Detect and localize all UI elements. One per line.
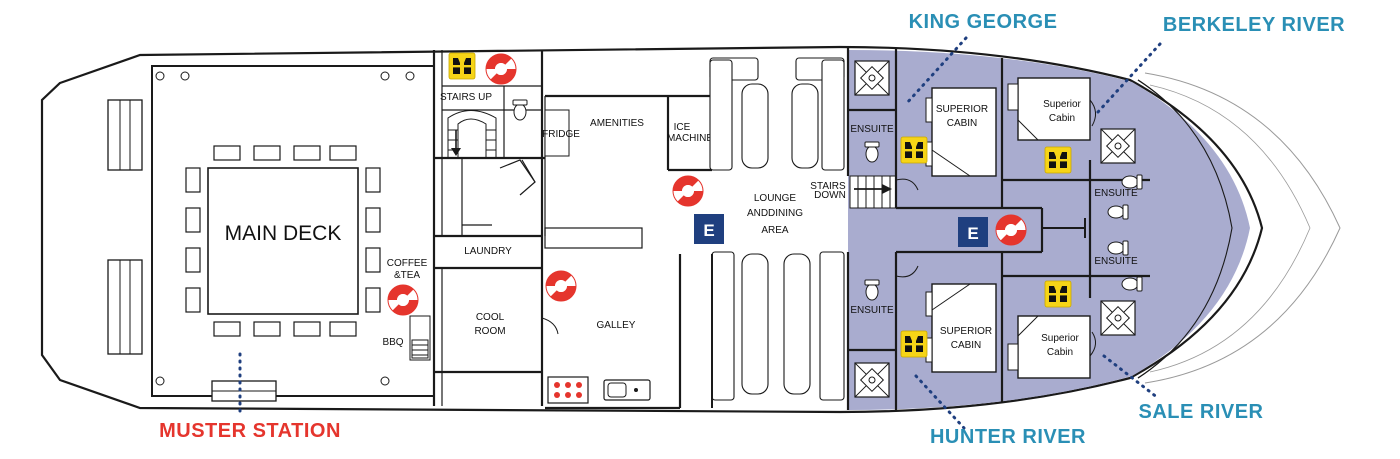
lounge-seating [709,57,845,401]
superior-cabin-label: Superior [1041,333,1079,344]
muster-station-label: MUSTER STATION [159,420,341,442]
shower-icon [1100,128,1136,164]
anddining-label: ANDDINING [747,208,803,219]
bed-icon [925,283,997,373]
shower-icon [854,60,890,96]
tea-label: &TEA [394,270,420,281]
area-label: AREA [761,225,789,236]
stairs-label: STAIRS [810,181,846,192]
life-jacket-icon [1044,280,1072,308]
hunter-river-leader [914,374,966,430]
fridge-label: FRIDGE [542,129,580,140]
bed-icon [925,87,997,177]
life-ring-icon [387,284,419,316]
life-jacket-icon [1044,146,1072,174]
ensuite-label: ENSUITE [850,124,894,135]
toilet-icon [1107,240,1129,256]
svg-text:E: E [967,224,978,243]
stairs-up-label: STAIRS UP [440,92,492,103]
lounge-label: LOUNGE [754,193,797,204]
galley-label: GALLEY [597,320,636,331]
king-george-label: KING GEORGE [909,11,1058,33]
superior-cabin-label: CABIN [947,118,978,129]
machine-label: MACHINE [667,133,713,144]
superior-cabin-label: CABIN [951,340,982,351]
life-jacket-icon [448,52,476,80]
life-ring-icon [485,53,517,85]
toilet-icon [864,141,880,163]
table-chairs [185,145,381,337]
superior-cabin-label: Superior [1043,99,1081,110]
berkeley-river-label: BERKELEY RIVER [1163,14,1345,36]
laundry-label: LAUNDRY [464,246,512,257]
stairs-down [849,175,897,209]
superior-cabin-label: SUPERIOR [940,326,992,337]
coffee-label: COFFEE [387,258,428,269]
svg-text:E: E [703,221,714,240]
exit-sign-icon: E [694,214,724,244]
stove-icon [547,376,589,404]
ice-label: ICE [674,122,691,133]
stairs-down-arrow-icon [854,184,892,194]
ensuite-label: ENSUITE [1094,256,1138,267]
room-label: ROOM [474,326,505,337]
toilet-icon [1121,276,1143,292]
shower-icon [854,362,890,398]
sale-river-label: SALE RIVER [1138,401,1263,423]
amenities-label: AMENITIES [590,118,644,129]
life-ring-icon [672,175,704,207]
king-george-leader [904,36,968,106]
stairs-arrow-icon [451,130,461,156]
toilet-icon [864,279,880,301]
life-jacket-icon [900,136,928,164]
exit-sign-icon: E [958,217,988,247]
down-label: DOWN [814,190,846,201]
shower-icon [1100,300,1136,336]
toilet-icon [1121,174,1143,190]
hunter-river-label: HUNTER RIVER [930,426,1086,448]
fridge-box [544,109,570,157]
superior-cabin-label: SUPERIOR [936,104,988,115]
cool-label: COOL [476,312,505,323]
life-ring-icon [545,270,577,302]
berkeley-river-leader [1096,42,1162,114]
superior-cabin-label: Cabin [1049,113,1075,124]
superior-cabin-label: Cabin [1047,347,1073,358]
main-deck-table [207,167,359,315]
toilet-icon [512,99,528,121]
sale-river-leader [1102,354,1160,400]
bbq-label: BBQ [382,337,403,348]
life-ring-icon [995,214,1027,246]
ensuite-label: ENSUITE [850,305,894,316]
main-deck-label: MAIN DECK [225,222,342,245]
ensuite-label: ENSUITE [1094,188,1138,199]
toilet-icon [1107,204,1129,220]
bed-icon [1007,315,1091,379]
bed-icon [1007,77,1091,141]
life-jacket-icon [900,330,928,358]
